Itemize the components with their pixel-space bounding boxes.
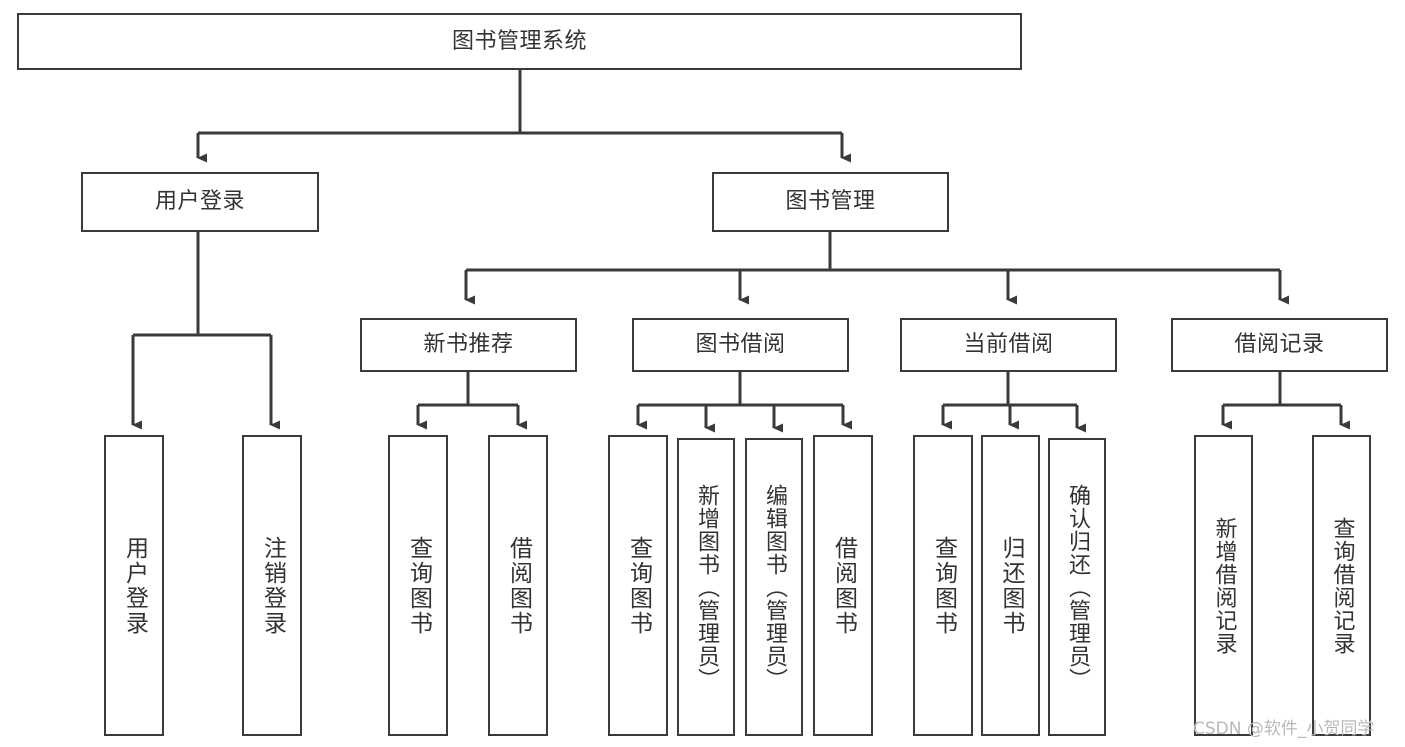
node-leaf-return-book[interactable]: 归还图书 (981, 435, 1040, 736)
node-leaf-add-book-label: 新增图书（管理员） (694, 483, 719, 691)
node-borrow-record-label: 借阅记录 (1234, 332, 1325, 358)
node-leaf-add-book[interactable]: 新增图书（管理员） (677, 438, 735, 736)
node-book-borrow-label: 图书借阅 (695, 332, 786, 358)
node-leaf-return-book-label: 归还图书 (998, 535, 1024, 636)
node-leaf-borrow-book-2[interactable]: 借阅图书 (813, 435, 873, 736)
node-leaf-query-book-3-label: 查询图书 (930, 535, 957, 636)
node-leaf-edit-book-label: 编辑图书（管理员） (762, 483, 787, 691)
node-current-borrow[interactable]: 当前借阅 (900, 318, 1117, 372)
node-leaf-user-login-label: 用户登录 (121, 535, 148, 636)
node-leaf-logout-login[interactable]: 注销登录 (242, 435, 302, 736)
node-leaf-borrow-book-1[interactable]: 借阅图书 (488, 435, 548, 736)
node-user-login-label: 用户登录 (154, 189, 245, 215)
node-leaf-confirm-return[interactable]: 确认归还（管理员） (1048, 438, 1106, 736)
node-leaf-add-record[interactable]: 新增借阅记录 (1194, 435, 1253, 736)
node-leaf-borrow-book-2-label: 借阅图书 (830, 535, 857, 636)
node-leaf-user-login[interactable]: 用户登录 (104, 435, 164, 736)
node-borrow-record[interactable]: 借阅记录 (1171, 318, 1388, 372)
node-current-borrow-label: 当前借阅 (963, 332, 1054, 358)
node-leaf-query-book-2-label: 查询图书 (625, 535, 652, 636)
node-leaf-add-record-label: 新增借阅记录 (1211, 516, 1237, 655)
node-leaf-edit-book[interactable]: 编辑图书（管理员） (745, 438, 803, 736)
csdn-watermark: CSDN @软件_小贺同学 (1193, 719, 1375, 739)
node-leaf-query-book-2[interactable]: 查询图书 (608, 435, 668, 736)
node-leaf-confirm-return-label: 确认归还（管理员） (1065, 483, 1090, 691)
node-book-borrow[interactable]: 图书借阅 (632, 318, 849, 372)
node-root[interactable]: 图书管理系统 (17, 13, 1022, 70)
node-leaf-query-record[interactable]: 查询借阅记录 (1312, 435, 1371, 736)
node-book-management-label: 图书管理 (785, 189, 876, 215)
node-leaf-logout-login-label: 注销登录 (259, 535, 286, 636)
node-leaf-query-book-3[interactable]: 查询图书 (913, 435, 973, 736)
node-root-label: 图书管理系统 (451, 28, 587, 54)
node-leaf-query-book-1[interactable]: 查询图书 (388, 435, 448, 736)
node-leaf-borrow-book-1-label: 借阅图书 (505, 535, 532, 636)
node-new-book-recommend-label: 新书推荐 (423, 332, 514, 358)
node-leaf-query-record-label: 查询借阅记录 (1329, 516, 1355, 655)
node-user-login[interactable]: 用户登录 (81, 172, 319, 232)
node-book-management[interactable]: 图书管理 (712, 172, 949, 232)
node-new-book-recommend[interactable]: 新书推荐 (360, 318, 577, 372)
node-leaf-query-book-1-label: 查询图书 (405, 535, 432, 636)
